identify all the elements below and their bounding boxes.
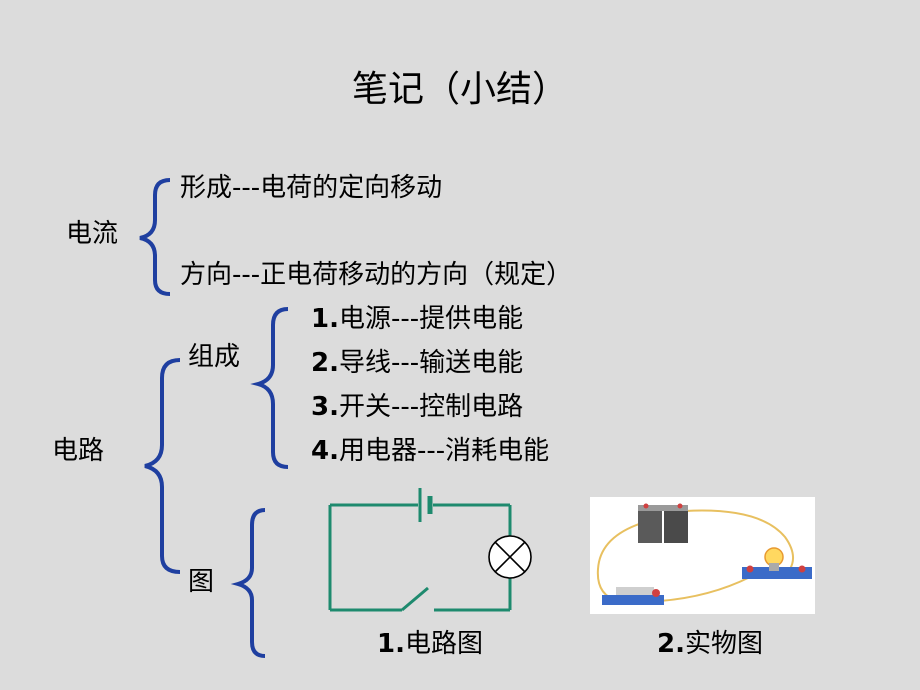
switch-base [602, 587, 664, 605]
composition-label: 组成 [188, 342, 241, 372]
circuit-brace [144, 358, 181, 574]
current-label: 电流 [66, 219, 119, 249]
circuit-schematic [328, 503, 512, 612]
battery-block [638, 503, 688, 543]
physical-circuit-drawing [596, 503, 812, 605]
composition-item-4: 4.用电器---消耗电能 [311, 436, 550, 466]
current-brace [139, 178, 171, 296]
composition-brace [250, 307, 289, 469]
current-formation: 形成---电荷的定向移动 [180, 173, 443, 203]
caption-schematic: 1.电路图 [377, 629, 483, 659]
composition-item-3: 3.开关---控制电路 [311, 392, 524, 422]
circuit-label: 电路 [52, 436, 105, 466]
battery-symbol [418, 488, 433, 522]
bulb-base [742, 547, 812, 579]
wire-3 [659, 576, 751, 602]
wire-2 [684, 509, 795, 570]
composition-item-1: 1.电源---提供电能 [311, 304, 524, 334]
diagram-label: 图 [188, 567, 215, 597]
composition-item-2: 2.导线---输送电能 [311, 348, 524, 378]
lamp-symbol [488, 535, 532, 579]
diagram-brace [230, 508, 266, 658]
physical-circuit-image [590, 497, 815, 614]
page-title: 笔记（小结） [351, 69, 568, 110]
caption-physical: 2.实物图 [657, 629, 763, 659]
current-direction: 方向---正电荷移动的方向（规定） [180, 260, 573, 290]
